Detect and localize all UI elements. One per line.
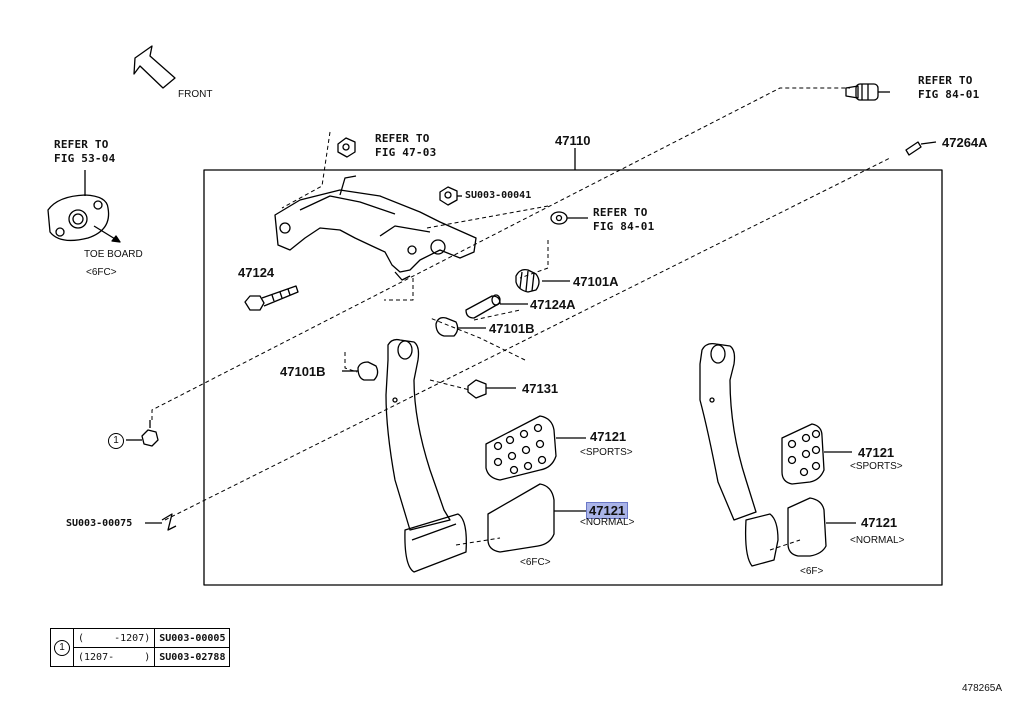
pedal-bracket bbox=[274, 175, 477, 281]
refer-fig-label: FIG 47-03 bbox=[375, 146, 437, 159]
pedal-arm-left bbox=[385, 338, 467, 573]
toe-board-ref-label: <6FC> bbox=[86, 267, 117, 278]
model-ref-label: <6F> bbox=[800, 566, 824, 577]
sports-pedal-pad-a bbox=[485, 415, 586, 481]
range-cell: ( -1207) bbox=[72, 628, 156, 648]
range-cell: (1207- ) bbox=[72, 647, 156, 667]
model-ref-label: <6FC> bbox=[520, 557, 551, 568]
reference-table: 1 ( -1207) SU003-00005 (1207- ) SU003-02… bbox=[50, 628, 231, 667]
pin-icon bbox=[905, 141, 937, 156]
refer-fig-label: FIG 84-01 bbox=[593, 220, 655, 233]
nut-icon bbox=[337, 137, 356, 158]
part-number-47131: 47131 bbox=[522, 381, 559, 396]
spring-bushing-icon bbox=[515, 268, 570, 293]
part-number-su003-00075: SU003-00075 bbox=[66, 518, 133, 529]
toe-board-label: TOE BOARD bbox=[84, 249, 143, 260]
part-number-47264a: 47264A bbox=[942, 135, 988, 150]
part-cell: SU003-00005 bbox=[154, 628, 231, 648]
part-number-47101b: 47101B bbox=[280, 364, 326, 379]
sports-pedal-pad-b bbox=[781, 423, 852, 485]
toe-board-flange-icon bbox=[47, 170, 121, 243]
refer-label: REFER TO bbox=[918, 74, 973, 87]
part-number-47110: 47110 bbox=[555, 133, 591, 148]
normal-pedal-pad-b bbox=[787, 497, 856, 557]
assembly-frame bbox=[203, 169, 943, 586]
table-marker-cell: 1 bbox=[50, 628, 74, 667]
part-number-47124a: 47124A bbox=[530, 297, 576, 312]
callout-marker-1: 1 bbox=[108, 433, 124, 449]
variant-label: <SPORTS> bbox=[580, 447, 633, 458]
clip-icon bbox=[145, 513, 177, 531]
bushing-icon bbox=[435, 316, 486, 337]
refer-label: REFER TO bbox=[593, 206, 648, 219]
washer-icon bbox=[550, 211, 588, 225]
part-number-47101b: 47101B bbox=[489, 321, 535, 336]
refer-fig-label: FIG 53-04 bbox=[54, 152, 116, 165]
part-number-47121: 47121 bbox=[861, 515, 898, 530]
part-number-47101a: 47101A bbox=[573, 274, 619, 289]
figure-id: 478265A bbox=[962, 683, 1003, 694]
callout-marker-1: 1 bbox=[54, 639, 70, 656]
front-arrow-icon bbox=[133, 45, 176, 89]
part-number-47121-highlighted[interactable]: 47121 bbox=[585, 502, 629, 519]
variant-label: <NORMAL> bbox=[580, 517, 635, 528]
bushing-icon bbox=[342, 361, 379, 381]
table-row: 1 ( -1207) SU003-00005 bbox=[50, 628, 231, 667]
front-label: FRONT bbox=[178, 89, 213, 100]
part-cell: SU003-02788 bbox=[154, 647, 231, 667]
part-number-su003-00041: SU003-00041 bbox=[465, 190, 532, 201]
collar-icon bbox=[465, 294, 528, 319]
part-number-47124: 47124 bbox=[238, 265, 275, 280]
bolt-icon bbox=[244, 285, 299, 311]
bolt-icon bbox=[126, 420, 159, 447]
stopper-icon bbox=[467, 379, 516, 399]
stop-lamp-switch-icon bbox=[845, 83, 890, 101]
variant-label: <SPORTS> bbox=[850, 461, 903, 472]
refer-label: REFER TO bbox=[375, 132, 430, 145]
part-number-47121: 47121 bbox=[858, 445, 895, 460]
part-number-47121: 47121 bbox=[590, 429, 627, 444]
refer-fig-label: FIG 84-01 bbox=[918, 88, 980, 101]
variant-label: <NORMAL> bbox=[850, 535, 905, 546]
refer-label: REFER TO bbox=[54, 138, 109, 151]
table-row: (1207- ) SU003-02788 bbox=[51, 647, 231, 667]
nut-icon bbox=[439, 186, 462, 206]
pedal-arm-right bbox=[699, 342, 779, 567]
normal-pedal-pad-a bbox=[487, 483, 586, 553]
